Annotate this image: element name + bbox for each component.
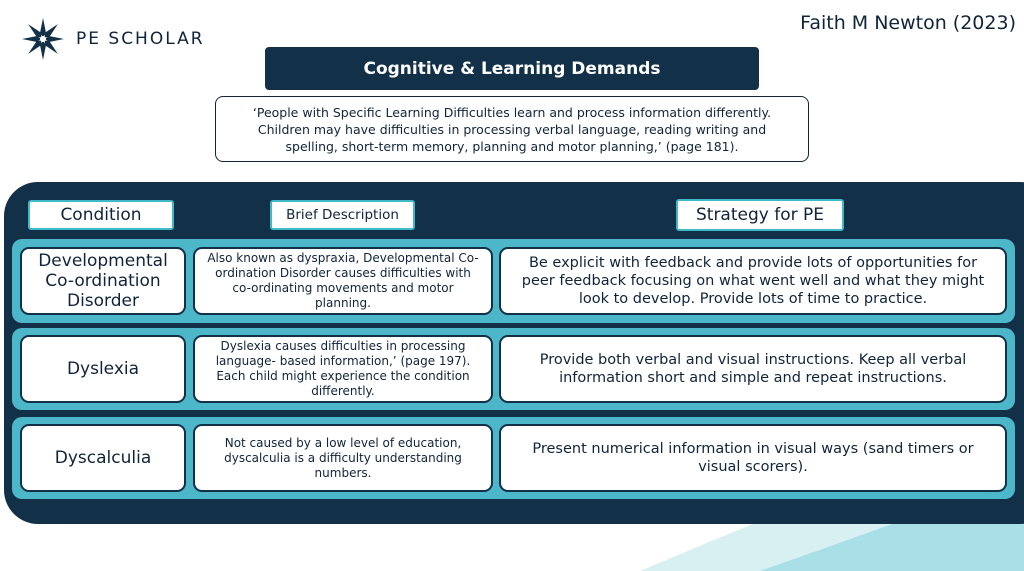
description-cell: Dyslexia causes difficulties in processi…	[193, 335, 493, 403]
page-title: Cognitive & Learning Demands	[265, 47, 759, 90]
snowflake-star-logo-icon	[22, 18, 64, 60]
condition-cell: Dyslexia	[20, 335, 186, 403]
strategy-cell: Be explicit with feedback and provide lo…	[499, 247, 1007, 315]
author-credit: Faith M Newton (2023)	[800, 12, 1016, 34]
header-condition: Condition	[28, 200, 174, 230]
condition-cell: Developmental Co-ordination Disorder	[20, 247, 186, 315]
strategy-cell: Provide both verbal and visual instructi…	[499, 335, 1007, 403]
brand-name: PE SCHOLAR	[76, 29, 205, 49]
quote-box: ‘People with Specific Learning Difficult…	[215, 96, 809, 162]
pe-scholar-logo: PE SCHOLAR	[20, 16, 205, 62]
strategy-cell: Present numerical information in visual …	[499, 424, 1007, 492]
description-cell: Not caused by a low level of education, …	[193, 424, 493, 492]
description-cell: Also known as dyspraxia, Developmental C…	[193, 247, 493, 315]
condition-cell: Dyscalculia	[20, 424, 186, 492]
header-strategy: Strategy for PE	[676, 199, 844, 231]
header-brief-description: Brief Description	[270, 200, 415, 230]
